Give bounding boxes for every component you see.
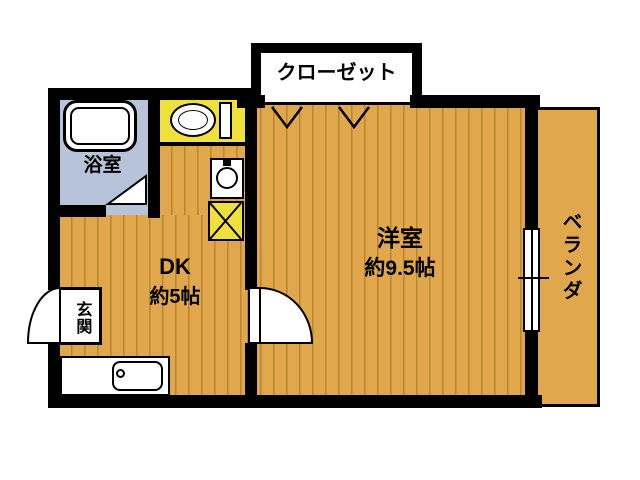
toilet-bowl-inner	[178, 110, 208, 130]
veranda-border-bottom	[538, 404, 600, 407]
dk-size: 約5帖	[149, 285, 201, 308]
wall-closet-bottom-line	[261, 102, 412, 105]
western-room-size: 約9.5帖	[364, 257, 436, 281]
veranda-floor	[538, 109, 598, 404]
wall-center-upper	[245, 95, 257, 290]
veranda-border-top	[538, 107, 600, 110]
wall-bottom	[48, 395, 542, 408]
western-room-floor	[247, 104, 538, 397]
dk-label: DK 約5帖	[110, 252, 240, 311]
wall-right-upper	[525, 95, 538, 228]
window-mid-tick	[518, 277, 549, 279]
western-room-name: 洋室	[377, 225, 423, 251]
wall-center-lower	[245, 343, 257, 397]
bathtub-inner-line	[70, 107, 130, 145]
veranda-border-right	[597, 107, 600, 407]
wall-bath-right	[148, 88, 160, 218]
dk-name: DK	[159, 254, 191, 279]
wall-closet-left	[251, 43, 261, 106]
veranda-label: ベランダ	[559, 211, 581, 303]
wall-closet-top	[251, 43, 422, 53]
entrance-box	[58, 287, 102, 345]
window-icon	[523, 228, 540, 332]
washer-space-icon	[208, 201, 244, 241]
bathroom-label: 浴室	[83, 155, 122, 176]
wall-toilet-bottom	[158, 142, 250, 146]
wall-right-lower	[525, 332, 538, 405]
wall-room-top-right	[410, 95, 540, 108]
kitchen-faucet-icon	[116, 369, 125, 378]
wall-left	[48, 88, 60, 408]
washbasin-bowl	[216, 167, 238, 189]
wall-bath-bottom	[48, 205, 106, 217]
window-center-line	[531, 230, 533, 330]
wall-closet-right	[412, 43, 422, 106]
entrance-label: 玄関	[73, 300, 91, 335]
western-room-label: 洋室 約9.5帖	[320, 222, 480, 284]
toilet-bowl-icon	[170, 103, 216, 137]
washbasin-faucet-icon	[223, 159, 231, 166]
toilet-tank-icon	[219, 102, 232, 139]
closet-label: クローゼット	[276, 62, 397, 84]
